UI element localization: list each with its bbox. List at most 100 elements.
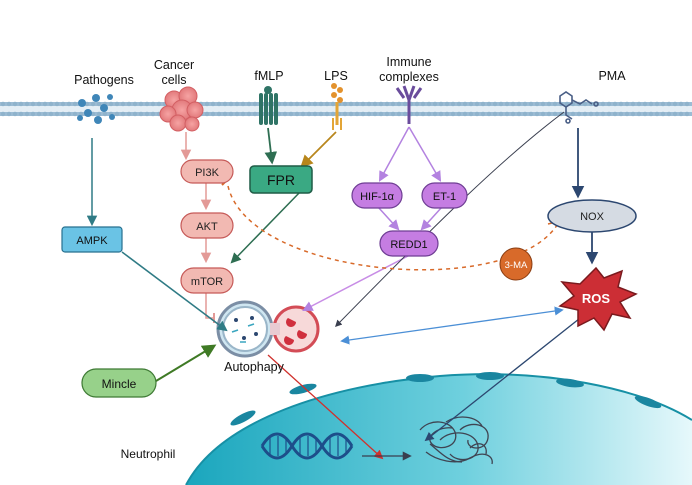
fmlp-receptor-icon	[259, 86, 278, 125]
membrane-lipid-head	[18, 101, 24, 107]
membrane-lipid-head	[594, 111, 600, 117]
fmlp-label: fMLP	[254, 69, 283, 83]
membrane-lipid-head	[654, 111, 660, 117]
membrane-lipid-head	[582, 101, 588, 107]
mtor-label: mTOR	[191, 276, 223, 288]
membrane-lipid-head	[456, 111, 462, 117]
membrane-lipid-head	[444, 111, 450, 117]
membrane-lipid-head	[546, 101, 552, 107]
membrane-lipid-head	[540, 101, 546, 107]
membrane-lipid-head	[612, 111, 618, 117]
lps-label: LPS	[324, 69, 348, 83]
membrane-lipid-head	[228, 111, 234, 117]
membrane-lipid-head	[354, 101, 360, 107]
akt-label: AKT	[196, 221, 218, 233]
membrane-lipid-head	[66, 101, 72, 107]
membrane-lipid-head	[372, 111, 378, 117]
membrane-lipid-head	[522, 101, 528, 107]
node-mincle: Mincle	[81, 368, 157, 398]
membrane-lipid-head	[300, 101, 306, 107]
membrane-lipid-head	[630, 101, 636, 107]
membrane-lipid-head	[12, 101, 18, 107]
membrane-lipid-head	[672, 111, 678, 117]
membrane-lipid-head	[420, 101, 426, 107]
membrane-lipid-head	[318, 111, 324, 117]
membrane-lipid-head	[396, 111, 402, 117]
membrane-lipid-head	[216, 111, 222, 117]
pi3k-label: PI3K	[195, 167, 220, 179]
membrane-lipid-head	[216, 101, 222, 107]
membrane-lipid-head	[426, 101, 432, 107]
autophagy-label: Autophapy	[224, 360, 285, 374]
membrane-lipid-head	[306, 101, 312, 107]
membrane-lipid-head	[138, 101, 144, 107]
node-ampk: AMPK	[61, 226, 123, 253]
membrane-lipid-head	[606, 111, 612, 117]
membrane-lipid-head	[648, 111, 654, 117]
membrane-lipid-head	[252, 111, 258, 117]
membrane-lipid-head	[450, 111, 456, 117]
membrane-lipid-head	[444, 101, 450, 107]
autophagosome-icon	[216, 300, 320, 358]
membrane-lipid-head	[510, 101, 516, 107]
membrane-lipid-head	[534, 101, 540, 107]
immune-complex-receptor-icon	[395, 85, 423, 124]
membrane-lipid-head	[582, 111, 588, 117]
membrane-lipid-head	[246, 101, 252, 107]
membrane-lipid-head	[486, 101, 492, 107]
membrane-lipid-head	[450, 101, 456, 107]
immune-label-line1: Immune	[386, 55, 431, 69]
membrane-lipid-head	[546, 111, 552, 117]
membrane-lipid-head	[240, 111, 246, 117]
membrane-lipid-head	[528, 111, 534, 117]
membrane-lipid-head	[96, 111, 102, 117]
membrane-lipid-head	[480, 111, 486, 117]
node-fpr: FPR	[249, 165, 313, 194]
membrane-lipid-head	[660, 101, 666, 107]
membrane-lipid-head	[222, 111, 228, 117]
membrane-lipid-head	[282, 101, 288, 107]
membrane-lipid-head	[516, 111, 522, 117]
membrane-lipid-head	[60, 111, 66, 117]
membrane-lipid-head	[246, 111, 252, 117]
membrane-lipid-head	[528, 101, 534, 107]
membrane-lipid-head	[654, 101, 660, 107]
membrane-lipid-head	[288, 101, 294, 107]
immune-label-line2: complexes	[379, 70, 439, 84]
pathogens-label: Pathogens	[74, 73, 134, 87]
membrane-lipid-head	[660, 111, 666, 117]
membrane-lipid-head	[378, 111, 384, 117]
nucleus	[185, 372, 692, 485]
membrane-lipid-head	[534, 111, 540, 117]
fpr-label: FPR	[267, 172, 295, 188]
membrane-lipid-head	[366, 111, 372, 117]
membrane-lipid-head	[210, 111, 216, 117]
mincle-label: Mincle	[102, 377, 137, 391]
membrane-lipid-head	[384, 111, 390, 117]
membrane-lipid-head	[378, 101, 384, 107]
membrane-lipid-head	[522, 111, 528, 117]
membrane-lipid-head	[684, 101, 690, 107]
stimulus-labels: Pathogens Cancer cells fMLP LPS Immune c…	[74, 55, 626, 87]
membrane-lipid-head	[348, 101, 354, 107]
membrane-lipid-head	[282, 111, 288, 117]
membrane-lipid-head	[576, 111, 582, 117]
membrane-lipid-head	[426, 111, 432, 117]
membrane-lipid-head	[6, 111, 12, 117]
membrane-lipid-head	[438, 101, 444, 107]
membrane-lipid-head	[30, 101, 36, 107]
membrane-lipid-head	[684, 111, 690, 117]
membrane-lipid-head	[54, 101, 60, 107]
node-pi3k: PI3K	[180, 159, 234, 184]
membrane-lipid-head	[372, 101, 378, 107]
membrane-lipid-head	[642, 111, 648, 117]
membrane-lipid-head	[72, 101, 78, 107]
membrane-lipid-head	[312, 101, 318, 107]
membrane-lipid-head	[306, 111, 312, 117]
membrane-lipid-head	[108, 101, 114, 107]
membrane-lipid-head	[498, 111, 504, 117]
membrane-lipid-head	[294, 111, 300, 117]
membrane-lipid-head	[642, 101, 648, 107]
node-et1: ET-1	[421, 182, 468, 209]
